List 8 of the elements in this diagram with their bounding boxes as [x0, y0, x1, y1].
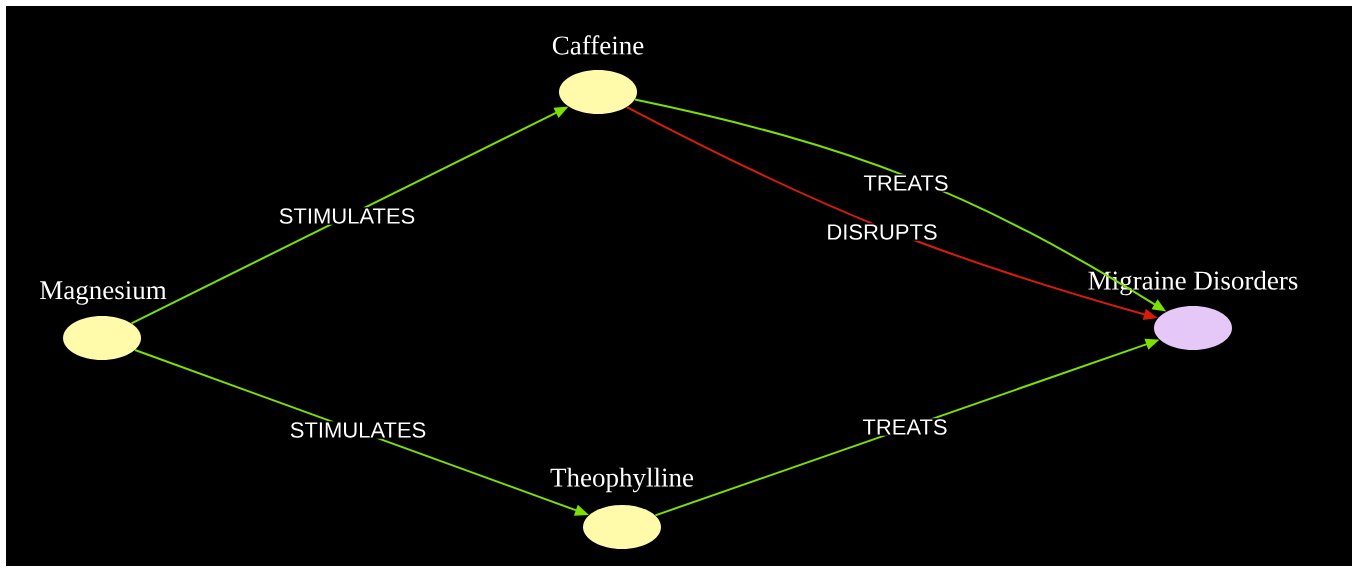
edge-label: STIMULATES [277, 207, 417, 225]
node-label: Magnesium [40, 281, 167, 305]
node-label: Theophylline [550, 467, 694, 493]
edge-label: STIMULATES [288, 421, 428, 439]
edge-label: TREATS [861, 418, 949, 436]
node-label: Caffeine [552, 35, 644, 55]
edge-label: TREATS [862, 174, 950, 192]
edge-label: DISRUPTS [825, 223, 939, 241]
